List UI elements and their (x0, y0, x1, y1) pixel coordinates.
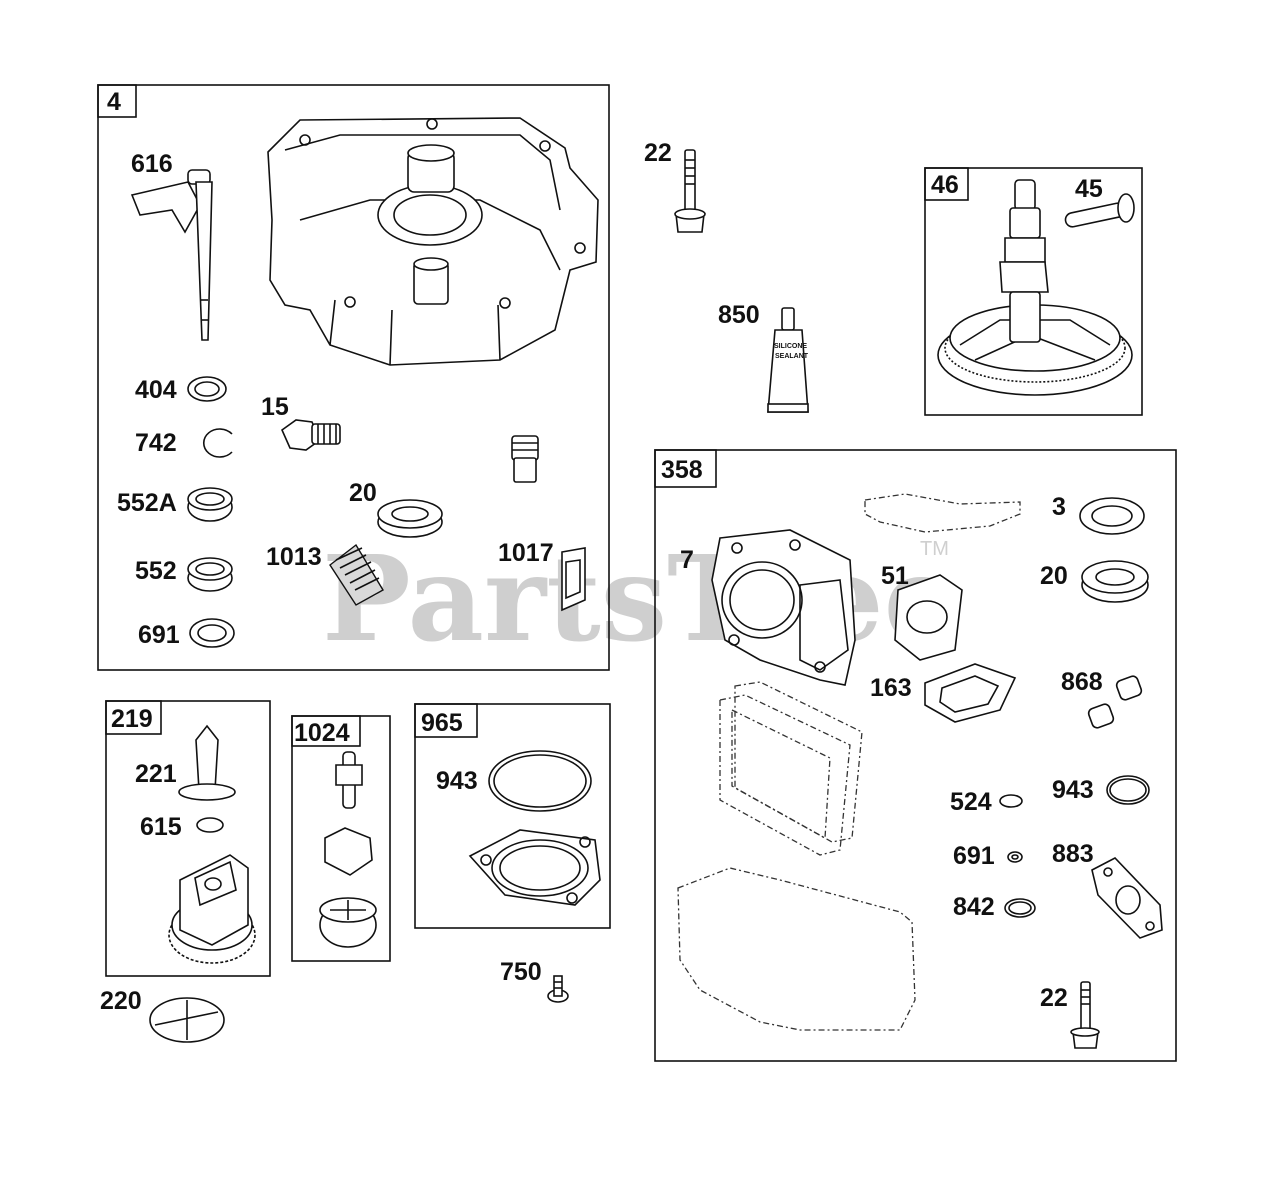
callout-20-right[interactable]: 20 (1040, 562, 1068, 590)
callout-691-right[interactable]: 691 (953, 842, 995, 870)
callout-3[interactable]: 3 (1052, 493, 1066, 521)
bolt-22-right-part[interactable] (1070, 981, 1100, 1049)
o-ring-943-box-part[interactable] (488, 750, 592, 812)
callout-22-right[interactable]: 22 (1040, 984, 1068, 1012)
callout-220[interactable]: 220 (100, 987, 142, 1015)
oil-pump-parts[interactable] (319, 751, 377, 948)
watermark-text: PartsTree (322, 529, 959, 668)
callout-1017[interactable]: 1017 (498, 539, 554, 567)
bearing-20-left-part[interactable] (377, 499, 443, 538)
assembly-box-46-tag (924, 167, 969, 201)
screw-750-part[interactable] (547, 975, 569, 1003)
crankcase-part[interactable] (267, 117, 599, 366)
callout-552[interactable]: 552 (135, 557, 177, 585)
fitting-part[interactable] (511, 435, 539, 483)
seal-691-left-part[interactable] (189, 618, 235, 648)
gasket-top-dashed-part[interactable] (864, 493, 1021, 533)
callout-404[interactable]: 404 (135, 376, 177, 404)
sealant-tube-850-part[interactable]: SILICONE SEALANT (767, 307, 809, 413)
o-ring-943-right-part[interactable] (1106, 775, 1150, 805)
pin-45-part[interactable] (1064, 193, 1135, 228)
callout-691-left[interactable]: 691 (138, 621, 180, 649)
callout-7[interactable]: 7 (680, 546, 694, 574)
callout-615[interactable]: 615 (140, 813, 182, 841)
assembly-box-219-tag (105, 700, 162, 735)
tube-label-line2: SEALANT (775, 353, 809, 360)
assembly-box-965 (414, 703, 611, 929)
callout-15[interactable]: 15 (261, 393, 289, 421)
callout-22-top[interactable]: 22 (644, 139, 672, 167)
callout-163[interactable]: 163 (870, 674, 912, 702)
callout-1013[interactable]: 1013 (266, 543, 322, 571)
gasket-883-part[interactable] (1091, 857, 1163, 939)
valve-cover-gaskets-part[interactable] (719, 681, 863, 856)
callout-552A[interactable]: 552A (117, 489, 177, 517)
watermark-trademark: TM (920, 538, 949, 560)
callout-20-left[interactable]: 20 (349, 479, 377, 507)
washer-404-part[interactable] (187, 376, 227, 402)
washer-220-part[interactable] (149, 997, 225, 1043)
gasket-51-part[interactable] (894, 574, 963, 661)
assembly-box-1024-tag (291, 715, 361, 747)
bolt-22-top-part[interactable] (674, 149, 706, 233)
callout-965[interactable]: 965 (421, 709, 463, 737)
seal-552A-part[interactable] (187, 487, 233, 522)
assembly-box-358-tag (654, 449, 717, 488)
callout-750[interactable]: 750 (500, 958, 542, 986)
callout-45[interactable]: 45 (1075, 175, 1103, 203)
callout-4[interactable]: 4 (107, 88, 121, 116)
tube-label-line1: SILICONE (774, 343, 807, 350)
callout-221[interactable]: 221 (135, 760, 177, 788)
callout-46[interactable]: 46 (931, 171, 959, 199)
spool-221-part[interactable] (178, 724, 236, 801)
governor-shaft-part[interactable] (130, 169, 213, 341)
ring-615-part[interactable] (196, 817, 224, 833)
head-gasket-7-part[interactable] (711, 529, 856, 686)
washer-3-part[interactable] (1079, 497, 1145, 535)
assembly-box-46 (924, 167, 1143, 416)
assembly-box-965-tag (414, 703, 478, 738)
seal-691-right-part[interactable] (1007, 851, 1023, 863)
spring-1013-part[interactable] (329, 543, 384, 606)
bracket-1017-part[interactable] (561, 547, 586, 612)
assembly-box-219 (105, 700, 271, 977)
callout-1024[interactable]: 1024 (294, 719, 350, 747)
callout-616[interactable]: 616 (131, 150, 173, 178)
callout-883[interactable]: 883 (1052, 840, 1094, 868)
callout-524[interactable]: 524 (950, 788, 992, 816)
callout-51[interactable]: 51 (881, 562, 909, 590)
bearing-20-right-part[interactable] (1081, 560, 1149, 603)
camshaft-part[interactable] (937, 179, 1133, 396)
assembly-box-358 (654, 449, 1177, 1062)
e-clip-742-part[interactable] (202, 428, 233, 458)
assembly-box-4-tag (97, 84, 137, 118)
seal-552-part[interactable] (187, 557, 233, 592)
callout-742[interactable]: 742 (135, 429, 177, 457)
callout-943-right[interactable]: 943 (1052, 776, 1094, 804)
governor-gear-part[interactable] (168, 854, 256, 964)
crankcase-gasket-dashed-part[interactable] (677, 867, 916, 1031)
callout-943-box[interactable]: 943 (436, 767, 478, 795)
gasket-163-part[interactable] (924, 663, 1017, 723)
callout-842[interactable]: 842 (953, 893, 995, 921)
ring-524-part[interactable] (999, 794, 1023, 808)
callout-868[interactable]: 868 (1061, 668, 1103, 696)
pump-cover-part[interactable] (468, 829, 601, 906)
assembly-box-4 (97, 84, 610, 671)
callout-358[interactable]: 358 (661, 456, 703, 484)
plug-15-part[interactable] (281, 419, 341, 451)
ring-842-part[interactable] (1004, 898, 1036, 918)
callout-850[interactable]: 850 (718, 301, 760, 329)
bushing-868-part[interactable] (1087, 675, 1143, 729)
callout-219[interactable]: 219 (111, 705, 153, 733)
